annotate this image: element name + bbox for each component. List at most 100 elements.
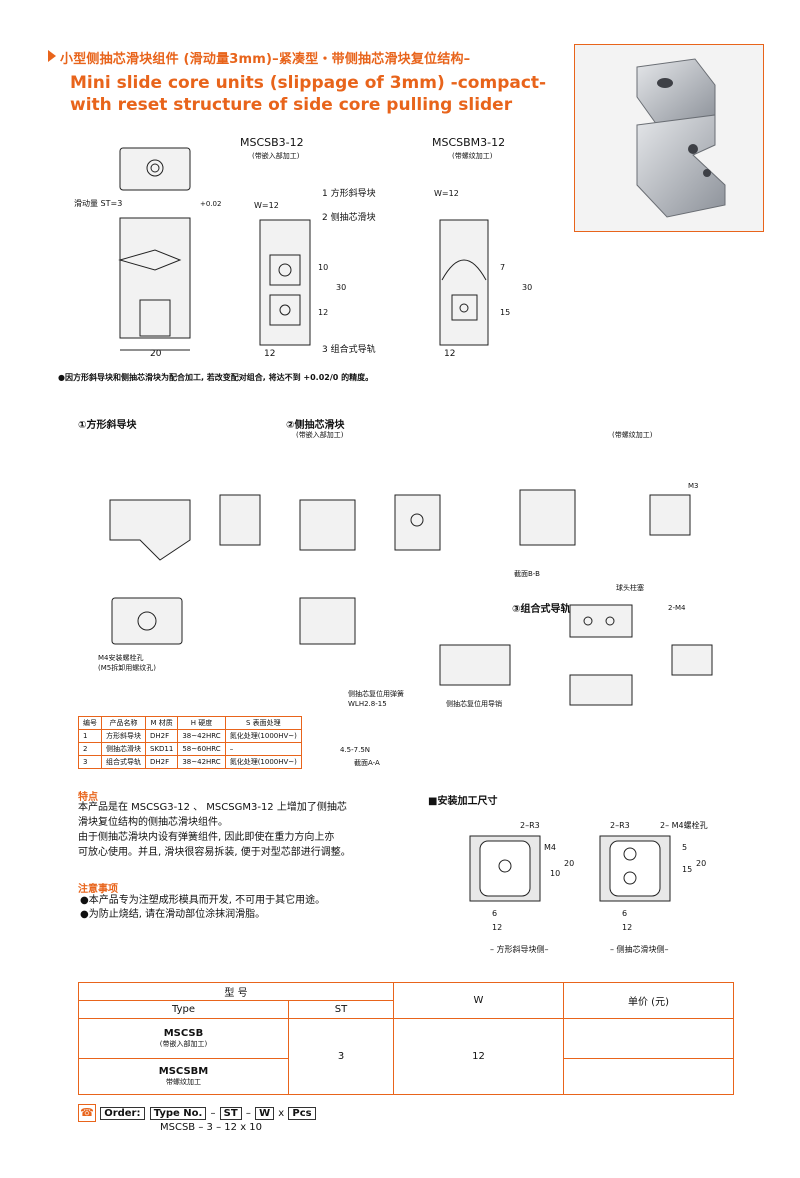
section2b-note: (带螺纹加工) — [612, 431, 653, 439]
install-right-caption: – 侧抽芯滑块侧– — [610, 944, 669, 954]
spring-force: 4.5-7.5N — [340, 746, 371, 754]
price-h-st: ST — [288, 1000, 394, 1019]
price-w: 12 — [393, 1018, 564, 1095]
title-english: Mini slide core units (slippage of 3mm) … — [70, 73, 547, 115]
install-drawings: 2–R3 M4 2–R3 2– M4螺栓孔 6 12 6 12 10 20 15… — [469, 820, 708, 954]
m5-hole-label: (M5拆卸用螺纹孔) — [98, 663, 156, 672]
price-row2-type: MSCSBM — [158, 1066, 209, 1077]
tol-plus-002: +0.02 — [200, 200, 221, 208]
two-m4-label: 2-M4 — [668, 604, 686, 612]
dim-10: 10 — [318, 263, 328, 272]
order-ex-w: 12 — [224, 1122, 237, 1133]
price-h-w: W — [393, 982, 564, 1019]
spec-header: M 材质 — [144, 716, 179, 730]
section-bb-label: 截面B-B — [514, 569, 540, 578]
order-ex-st: 3 — [206, 1122, 213, 1133]
dim-12-a: 12 — [264, 349, 275, 359]
feature-line: 本产品是在 MSCSG3-12 、 MSCSGM3-12 上增加了侧抽芯 — [78, 802, 347, 813]
part2-label: 2 侧抽芯滑块 — [322, 211, 376, 223]
part1-label: 1 方形斜导块 — [322, 187, 376, 199]
dim-12-side: 12 — [318, 308, 328, 317]
table-row: MSCSBM 带螺纹加工 — [78, 1058, 734, 1095]
dim-20: 20 — [150, 349, 162, 359]
pin-label: 侧抽芯复位用导销 — [446, 699, 502, 708]
price-h-type: Type — [78, 1000, 289, 1019]
warning-line: ●本产品专为注塑成形模具而开发, 不可用于其它用途。 — [80, 895, 326, 906]
install-d6-left: 6 — [492, 909, 497, 918]
w-label-a: W=12 — [254, 201, 279, 210]
price-row2-note: 带螺纹加工 — [166, 1078, 201, 1086]
m4-hole-label: M4安装螺栓孔 — [98, 653, 144, 662]
w-label-b: W=12 — [434, 189, 459, 198]
order-label: Order: — [100, 1107, 145, 1120]
warnings-heading: 注意事项 — [78, 884, 118, 895]
features-heading: 特点 — [78, 792, 98, 803]
spec-header: H 硬度 — [177, 716, 226, 730]
dim-7: 7 — [500, 263, 505, 272]
dim-30-a: 30 — [336, 283, 346, 292]
spring-spec: WLH2.8-15 — [348, 700, 387, 708]
install-r3-left: 2–R3 — [520, 821, 540, 830]
price-h-price: 单价 (元) — [563, 982, 734, 1019]
section3-label: ③组合式导轨 — [512, 604, 571, 615]
spec-header: S 表面处理 — [224, 716, 302, 730]
section-aa-label: 截面A-A — [354, 759, 380, 767]
install-heading: ■安装加工尺寸 — [428, 796, 498, 807]
section2-note: (带嵌入部加工) — [296, 431, 344, 439]
model-b-note: (带螺纹加工) — [452, 151, 493, 160]
order-type-no: Type No. — [149, 1107, 207, 1120]
top-assembly-drawings: MSCSB3-12 (带嵌入部加工) MSCSBM3-12 (带螺纹加工) 滑动… — [74, 136, 532, 359]
model-a-label: MSCSB3-12 — [240, 136, 304, 149]
order-pcs: Pcs — [288, 1107, 316, 1120]
product-photo — [574, 44, 764, 232]
install-d20-right: 20 — [696, 859, 706, 868]
spec-header: 产品名称 — [101, 716, 146, 730]
model-a-note: (带嵌入部加工) — [252, 151, 300, 160]
install-d6-right: 6 — [622, 909, 627, 918]
m3-label: M3 — [688, 482, 699, 490]
section2-label: ②侧抽芯滑块 — [286, 420, 345, 431]
dim-30-b: 30 — [522, 283, 532, 292]
order-ex-type: MSCSB — [160, 1122, 196, 1133]
install-left-caption: – 方形斜导块侧– — [490, 944, 549, 954]
features-body: 本产品是在 MSCSG3-12 、 MSCSGM3-12 上增加了侧抽芯 滑块复… — [78, 800, 378, 860]
dim-12-b: 12 — [444, 349, 455, 359]
detail-drawings: M4安装螺栓孔 (M5拆卸用螺纹孔) 侧抽芯复位用弹簧 WLH2.8-15 侧抽… — [98, 482, 713, 708]
feature-line: 可放心使用。并且, 滑块很容易拆装, 便于对型芯部进行调整。 — [78, 847, 351, 858]
stroke-label: 滑动量 ST=3 — [74, 198, 122, 208]
install-r3-right: 2–R3 — [610, 821, 630, 830]
warning-line: ●为防止烧结, 请在滑动部位涂抹润滑脂。 — [80, 909, 266, 920]
feature-line: 滑块复位结构的侧抽芯滑块组件。 — [78, 817, 228, 828]
bullet-triangle-icon — [48, 50, 56, 62]
install-d5: 5 — [682, 843, 687, 852]
install-m4: M4 — [544, 843, 556, 852]
spring-label: 侧抽芯复位用弹簧 — [348, 689, 404, 698]
order-st: ST — [219, 1107, 242, 1120]
install-m4-bolt: 2– M4螺栓孔 — [660, 820, 708, 830]
warnings-body: ●本产品专为注塑成形模具而开发, 不可用于其它用途。 ●为防止烧结, 请在滑动部… — [80, 894, 325, 922]
spec-header: 编号 — [78, 716, 102, 730]
table-row: MSCSB (带嵌入部加工) 3 12 — [78, 1018, 734, 1095]
install-d12-left: 12 — [492, 923, 502, 932]
price-h-model: 型 号 — [78, 982, 394, 1001]
order-w: W — [255, 1107, 275, 1120]
order-ex-pcs: 10 — [249, 1122, 263, 1133]
install-d20-left: 20 — [564, 859, 574, 868]
order-icon: ☎ — [78, 1104, 96, 1122]
model-b-label: MSCSBM3-12 — [432, 136, 505, 149]
price-table: 型 号 W 单价 (元) Type ST MSCSB (带嵌入部加工) 3 12… — [78, 982, 734, 1095]
install-d15: 15 — [682, 865, 692, 874]
price-row1-type: MSCSB — [163, 1028, 204, 1039]
ball-plunger-label: 球头柱塞 — [616, 583, 644, 592]
product-render-image — [636, 58, 726, 218]
matching-note: ●因方形斜导块和侧抽芯滑块为配合加工, 若改变配对组合, 将达不到 +0.02/… — [58, 373, 374, 382]
feature-line: 由于侧抽芯滑块内设有弹簧组件, 因此即使在重力方向上亦 — [78, 832, 335, 843]
part3-label: 3 组合式导轨 — [322, 343, 376, 355]
title-chinese: 小型侧抽芯滑块组件 (滑动量3mm)–紧凑型・带侧抽芯滑块复位结构– — [60, 52, 471, 67]
install-d12-right: 12 — [622, 923, 632, 932]
price-st: 3 — [288, 1018, 394, 1095]
dim-15: 15 — [500, 308, 510, 317]
